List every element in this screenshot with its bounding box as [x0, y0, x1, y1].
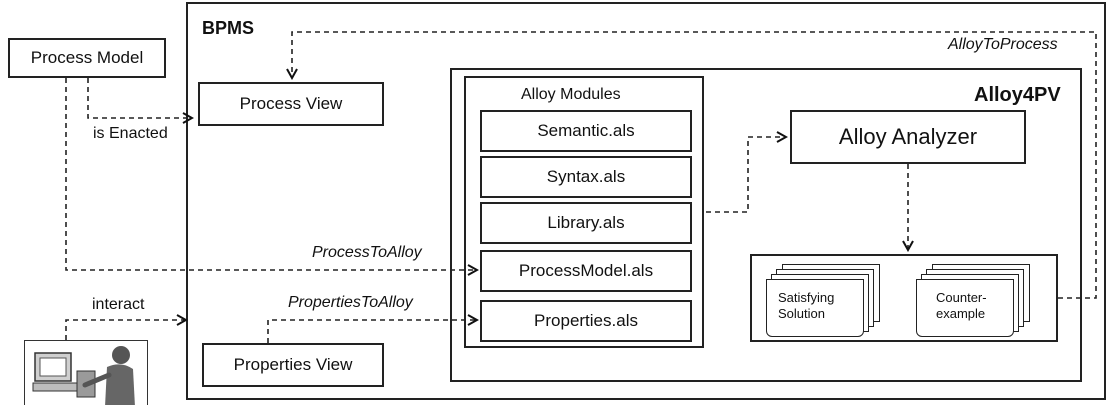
bpms-label: BPMS [202, 18, 255, 38]
counter-line2: example [936, 306, 986, 321]
process-model-box: Process Model [8, 38, 166, 78]
alloy-to-process-label: AlloyToProcess [948, 36, 1058, 53]
edge-properties-to-alloy [267, 320, 477, 343]
module-library: Library.als [480, 202, 692, 244]
alloy-analyzer-box: Alloy Analyzer [790, 110, 1026, 164]
alloy-analyzer-label: Alloy Analyzer [838, 124, 978, 149]
edge-process-to-alloy [65, 78, 477, 270]
module-properties: Properties.als [480, 300, 692, 342]
edge-library-to-analyzer [706, 137, 786, 213]
interact-label: interact [92, 296, 145, 313]
process-model-label: Process Model [30, 48, 144, 67]
properties-to-alloy-label: PropertiesToAlloy [288, 294, 413, 311]
module-properties-label: Properties.als [534, 311, 638, 330]
module-semantic: Semantic.als [480, 110, 692, 152]
module-semantic-label: Semantic.als [537, 121, 635, 140]
edge-interact [65, 320, 186, 340]
module-processmodel: ProcessModel.als [480, 250, 692, 292]
module-syntax-label: Syntax.als [546, 167, 626, 186]
properties-view-box: Properties View [202, 343, 384, 387]
module-syntax: Syntax.als [480, 156, 692, 198]
satisfying-line2: Solution [778, 306, 825, 321]
process-view-box: Process View [198, 82, 384, 126]
counter-line1: Counter- [936, 290, 987, 305]
properties-view-label: Properties View [233, 355, 353, 374]
satisfying-solution-doc: Satisfying Solution [766, 264, 886, 337]
is-enacted-label: is Enacted [93, 125, 168, 143]
counterexample-doc: Counter- example [916, 264, 1040, 337]
process-view-label: Process View [239, 94, 343, 113]
user-computer-illustration [24, 340, 148, 405]
module-library-label: Library.als [547, 213, 625, 232]
edge-is-enacted [87, 78, 192, 118]
module-processmodel-label: ProcessModel.als [518, 261, 654, 280]
alloy-modules-label: Alloy Modules [521, 86, 621, 103]
alloy4pv-label: Alloy4PV [974, 84, 1061, 106]
process-to-alloy-label: ProcessToAlloy [312, 244, 422, 261]
satisfying-line1: Satisfying [778, 290, 835, 305]
